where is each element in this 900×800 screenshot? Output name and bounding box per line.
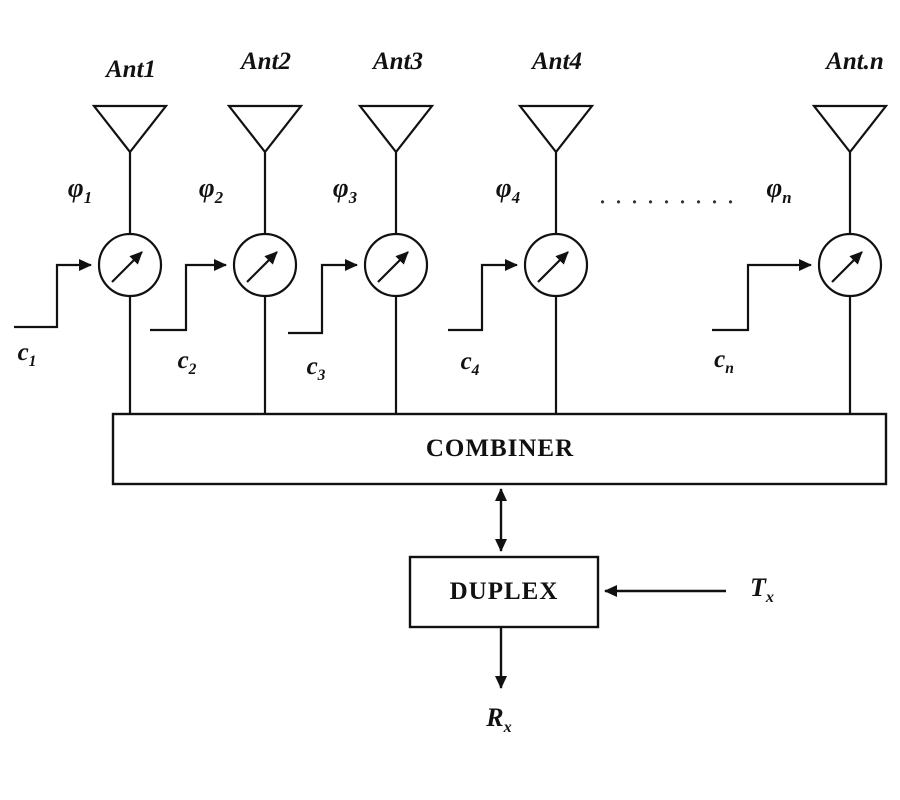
- antenna-symbol-3: [357, 104, 435, 234]
- control-line-2: [150, 259, 227, 332]
- control-label-n: cn: [714, 346, 734, 377]
- control-line-1: [14, 259, 92, 329]
- control-label-4: c4: [460, 348, 480, 379]
- phase-arrow-icon: [111, 251, 143, 283]
- phase-shifter-3: [363, 232, 429, 415]
- ellipsis-dots: . . . . . . . . .: [600, 186, 736, 209]
- phase-arrow-icon: [377, 251, 409, 283]
- antenna-symbol-1: [91, 104, 169, 234]
- phase-label-n: φn: [766, 172, 792, 207]
- phase-shifter-4: [523, 232, 589, 415]
- control-label-1: c1: [17, 339, 37, 370]
- antenna-label-2: Ant2: [240, 48, 292, 75]
- tx-label: Tx: [750, 573, 774, 607]
- control-label-3: c3: [306, 353, 326, 384]
- antenna-label-1: Ant1: [105, 56, 157, 83]
- duplex-label: DUPLEX: [449, 578, 559, 605]
- phase-shifter-n: [817, 232, 883, 415]
- control-line-3: [288, 259, 358, 335]
- phase-arrow-icon: [537, 251, 569, 283]
- combiner-label: COMBINER: [425, 435, 575, 462]
- antenna-label-3: Ant3: [372, 48, 424, 75]
- phase-shifter-1: [97, 232, 163, 415]
- antenna-symbol-n: [811, 104, 889, 234]
- phase-arrow-icon: [831, 251, 863, 283]
- antenna-symbol-4: [517, 104, 595, 234]
- control-label-2: c2: [177, 347, 197, 378]
- phase-label-1: φ1: [67, 172, 93, 207]
- phase-shifter-2: [232, 232, 298, 415]
- combiner-box: [111, 412, 888, 486]
- antenna-symbol-2: [226, 104, 304, 234]
- rx-label: Rx: [486, 703, 512, 737]
- phase-label-3: φ3: [332, 172, 358, 207]
- phase-label-4: φ4: [495, 172, 521, 207]
- duplex-box: [408, 555, 600, 629]
- control-line-n: [712, 259, 812, 332]
- antenna-label-4: Ant4: [531, 48, 583, 75]
- control-line-4: [448, 259, 518, 332]
- phase-label-2: φ2: [198, 172, 224, 207]
- antenna-label-n: Ant.n: [826, 48, 884, 75]
- phase-arrow-icon: [246, 251, 278, 283]
